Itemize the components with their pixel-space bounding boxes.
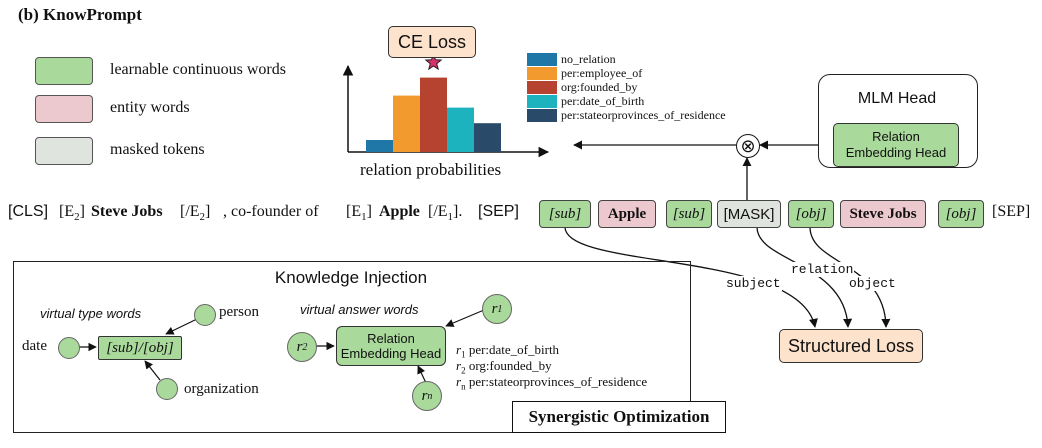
chart-bar-4 [474,123,501,152]
chart-legend-swatch-0 [527,53,557,66]
definition-rn: rn per:stateorprovinces_of_residence [456,374,648,392]
token-sep-1: [SEP] [478,203,519,220]
subobj-box: [sub]/[obj] [98,336,182,360]
token-e1-open: [E1] [346,203,372,224]
type-node-organization [156,378,178,400]
ki-relation-embedding-head-line2: Embedding Head [340,346,442,361]
curve-subject [564,226,818,328]
otimes-operator-icon: ⊗ [736,134,760,158]
subject-entity-text: Steve Jobs [91,203,163,220]
arrow-rn [417,365,427,384]
chart-legend-label-0: no_relation [561,52,616,66]
highlight-star-icon [424,53,443,71]
template-token-sub-1: [sub] [539,200,591,228]
relation-embedding-head-box: Relation Embedding Head [833,123,959,167]
structured-loss-box: Structured Loss [779,329,923,363]
virtual-type-words-label: virtual type words [40,306,142,321]
chart-bars [366,53,501,152]
figure-title: (b) KnowPrompt [18,5,142,24]
ki-relation-embedding-head-line1: Relation [367,331,415,346]
chart-legend-swatch-4 [527,109,557,122]
chart-bar-1 [393,95,420,152]
arrow-organization [144,360,161,381]
ce-loss-box: CE Loss [388,26,476,58]
edge-label-object: object [848,276,897,291]
edge-label-relation: relation [790,262,855,277]
definition-r1: r1 per:date_of_birth [456,342,560,360]
template-token-obj-1: [obj] [788,200,834,228]
definition-r2: r2 org:founded_by [456,358,552,376]
edge-label-subject: subject [725,276,782,291]
relation-embedding-head-line1: Relation [872,129,920,144]
token-e2-close: [/E2] [180,203,211,224]
middle-text: , co-founder of [223,203,319,220]
template-token-sub-2: [sub] [666,200,712,228]
legend-swatch-entity [35,95,93,123]
knowledge-injection-box [13,261,691,433]
chart-legend-label-1: per:employee_of [561,66,643,80]
legend-label-learnable: learnable continuous words [110,61,286,78]
chart-legend-label-2: org:founded_by [561,80,638,94]
legend-label-entity: entity words [110,99,190,116]
token-e2-open: [E2] [59,203,85,224]
token-cls: [CLS] [8,203,49,220]
legend-swatch-masked [35,137,93,165]
type-node-person [194,304,216,326]
type-node-date [58,337,80,359]
knowledge-injection-title: Knowledge Injection [274,268,428,287]
legend-label-masked: masked tokens [110,141,205,158]
type-node-person-label: person [219,304,259,320]
chart-x-label: relation probabilities [360,160,502,179]
chart-legend-swatch-2 [527,81,557,94]
synergistic-optimization-box: Synergistic Optimization [512,401,726,433]
type-node-organization-label: organization [184,381,259,397]
mlm-head-title: MLM Head [857,90,937,107]
token-sep-2: [SEP] [992,203,1031,220]
chart-legend-label-3: per:date_of_birth [561,94,645,108]
token-e1-close: [/E1]. [428,203,463,224]
chart-legend-swatch-3 [527,95,557,108]
virtual-answer-words-label: virtual answer words [300,302,419,317]
template-token-steve-jobs: Steve Jobs [840,200,926,228]
arrow-r1 [445,309,485,327]
chart-legend-label-4: per:stateorprovinces_of_residence [561,108,726,122]
template-token-apple: Apple [598,200,656,228]
object-entity-text: Apple [379,203,420,220]
type-node-date-label: date [22,338,47,354]
relation-embedding-head-line2: Embedding Head [845,145,947,160]
chart-bar-0 [366,140,393,152]
arrow-person [165,318,198,335]
ki-relation-embedding-head-box: Relation Embedding Head [336,326,446,366]
chart-legend-swatch-1 [527,67,557,80]
chart-bar-2 [420,77,447,152]
chart-bar-3 [447,107,474,152]
template-token-obj-2: [obj] [938,200,984,228]
template-token-mask: [MASK] [717,200,781,228]
legend-swatch-learnable [35,57,93,85]
